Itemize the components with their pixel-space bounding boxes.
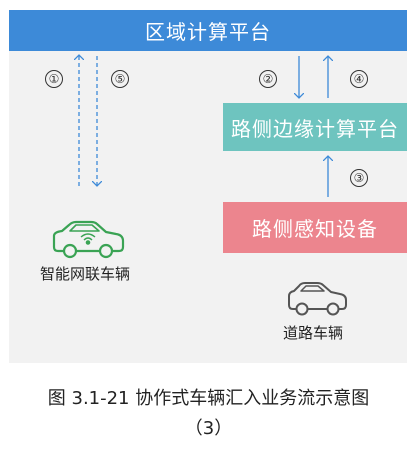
connected-vehicle-label: 智能网联车辆	[40, 265, 131, 283]
figure-caption-line1: 图 3.1-21 协作式车辆汇入业务流示意图	[47, 388, 370, 409]
road-vehicle-label: 道路车辆	[283, 324, 344, 342]
roadside-edge-computing-platform-label: 路侧边缘计算平台	[231, 116, 399, 141]
step-2-marker: ②	[259, 70, 277, 88]
roadside-edge-computing-platform-box: 路侧边缘计算平台	[223, 103, 407, 151]
regional-computing-platform-label: 区域计算平台	[145, 20, 271, 44]
step-3-marker: ③	[350, 169, 368, 187]
diagram-background	[9, 10, 407, 363]
figure-caption-line2: （3）	[184, 418, 233, 439]
roadside-sensing-device-label: 路侧感知设备	[252, 217, 378, 241]
road-vehicle-icon	[288, 282, 347, 316]
roadside-sensing-device-box: 路侧感知设备	[223, 202, 407, 253]
regional-computing-platform-box: 区域计算平台	[9, 10, 407, 51]
step-1-marker: ①	[45, 70, 63, 88]
step-5-marker: ⑤	[111, 70, 129, 88]
step-4-marker: ④	[350, 70, 368, 88]
connected-vehicle-icon	[52, 220, 125, 259]
